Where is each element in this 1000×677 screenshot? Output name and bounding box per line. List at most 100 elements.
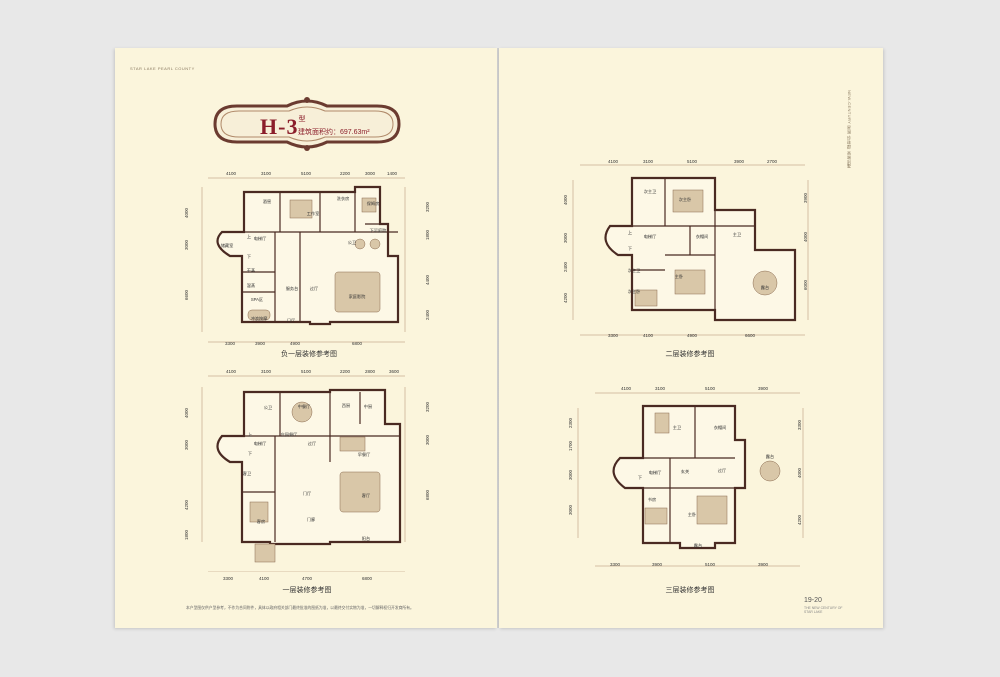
- room-label: 西厨: [341, 403, 351, 408]
- room-label: 次主卧: [678, 197, 692, 202]
- dim-f1-left-2: 3000: [184, 439, 189, 450]
- stair-up-label: 上: [247, 432, 253, 437]
- room-label: 储藏室: [220, 243, 234, 248]
- dim-b1-bot-4: 6800: [351, 341, 363, 346]
- unit-type-suffix: 型: [298, 116, 306, 123]
- dim-f1-bot-3: 4700: [301, 576, 313, 581]
- room-label: 中厨: [363, 404, 373, 409]
- room-label: 主卧: [674, 274, 684, 279]
- dim-f1-bot-4: 6800: [361, 576, 373, 581]
- dim-b1-bot-2: 3900: [254, 341, 266, 346]
- room-label: 露台: [765, 454, 775, 459]
- plaque-text: H-3型 建筑面积约：697.63m²: [260, 114, 370, 140]
- room-label: 次主卫: [643, 189, 657, 194]
- room-label: 书房: [647, 497, 657, 502]
- dim-f1-right-3: 6800: [425, 489, 430, 500]
- room-label: 电梯厅: [253, 236, 267, 241]
- room-label: 露台: [693, 543, 703, 548]
- room-label: 客厅: [361, 493, 371, 498]
- dim-f2-right-2: 4000: [803, 231, 808, 242]
- caption-f1: 一层装修参考图: [282, 587, 332, 594]
- dim-b1-top-4: 2200: [339, 171, 351, 176]
- dim-f1-top-1: 4100: [225, 369, 237, 374]
- dim-f2-bot-3: 4900: [686, 333, 698, 338]
- dim-b1-bot-3: 4900: [289, 341, 301, 346]
- room-label: 主卫: [672, 425, 682, 430]
- dim-f2-top-5: 2700: [766, 159, 778, 164]
- dim-f3-bot-2: 3900: [651, 562, 663, 567]
- room-label: 衣帽间: [713, 425, 727, 430]
- dim-f2-left-3: 2400: [563, 261, 568, 272]
- room-label: 次主卫: [627, 268, 641, 273]
- dim-b1-right-2: 1800: [425, 229, 430, 240]
- unit-type: H-3: [260, 114, 299, 139]
- dim-f3-top-4: 3900: [757, 386, 769, 391]
- room-label: 露台: [760, 285, 770, 290]
- dim-f2-left-1: 4000: [563, 194, 568, 205]
- room-label: 工作室: [306, 211, 320, 216]
- dim-f2-bot-2: 4100: [642, 333, 654, 338]
- dim-f2-right-1: 3900: [803, 192, 808, 203]
- dim-b1-left-2: 3000: [184, 239, 189, 250]
- dim-f3-left-4: 3000: [568, 504, 573, 515]
- room-label: 公卫: [263, 405, 273, 410]
- footnote: 本户型图仅供户型参考，不作为合同附件，具体以政府相关部门最终批准的图纸为准，以最…: [186, 606, 414, 610]
- dim-f3-top-1: 4100: [620, 386, 632, 391]
- dim-b1-right-1: 3200: [425, 201, 430, 212]
- stair-up-label: 上: [627, 230, 633, 235]
- running-title-right: NEW-CENTURY 星湖·珍珠郡 高端别墅: [847, 90, 852, 169]
- caption-b1: 负一层装修参考图: [281, 351, 337, 358]
- dim-b1-left-1: 4000: [184, 207, 189, 218]
- room-label: 过厅: [717, 468, 727, 473]
- dim-f1-left-4: 1800: [184, 529, 189, 540]
- room-label: 客房: [256, 519, 266, 524]
- room-label: 门厅: [286, 318, 296, 323]
- dim-f2-bot-1: 3300: [607, 333, 619, 338]
- caption-f3: 三层装修参考图: [665, 587, 715, 594]
- room-label: SPA区: [250, 297, 264, 302]
- stair-up-label: 上: [246, 234, 252, 239]
- room-label: 客卫: [242, 471, 252, 476]
- room-label: 酒窖: [262, 199, 272, 204]
- room-label: 下沉庭院: [369, 228, 387, 233]
- dim-f2-top-4: 3900: [733, 159, 745, 164]
- room-label: 早餐厅: [357, 452, 371, 457]
- dim-f2-right-3: 6000: [803, 279, 808, 290]
- dim-f3-bot-1: 3300: [609, 562, 621, 567]
- dim-f1-top-6: 3600: [388, 369, 400, 374]
- dim-f1-top-2: 3100: [260, 369, 272, 374]
- floorplan-f3: [577, 392, 804, 567]
- floorplan-b1: [201, 177, 406, 343]
- room-label: 电梯厅: [648, 470, 662, 475]
- stair-down-label: 下: [247, 451, 253, 456]
- dim-b1-top-5: 3000: [364, 171, 376, 176]
- room-label: 次主卧: [627, 289, 641, 294]
- dim-f2-bot-4: 6600: [744, 333, 756, 338]
- dim-b1-left-3: 6600: [184, 289, 189, 300]
- room-label: 公卫: [347, 240, 357, 245]
- dim-f3-right-1: 3300: [797, 419, 802, 430]
- room-label: 中餐厅: [297, 404, 311, 409]
- dim-f2-top-1: 4100: [607, 159, 619, 164]
- dim-f3-bot-4: 3900: [757, 562, 769, 567]
- dim-f3-top-3: 5100: [704, 386, 716, 391]
- page-number: 19-20: [804, 597, 822, 604]
- dim-b1-bot-1: 3300: [224, 341, 236, 346]
- dim-f1-bot-2: 4100: [258, 576, 270, 581]
- room-label: 冲浪按摩: [250, 316, 268, 321]
- running-title: STAR LAKE PEARL COUNTY: [130, 66, 195, 71]
- room-label: 家庭影院: [348, 294, 366, 299]
- floorplan-f1: [201, 375, 406, 572]
- room-label: 庄园餐厅: [280, 432, 298, 437]
- dim-f1-left-3: 4200: [184, 499, 189, 510]
- dim-f3-bot-3: 5100: [704, 562, 716, 567]
- room-label: 保姆房: [366, 201, 380, 206]
- dim-f1-top-3: 5100: [300, 369, 312, 374]
- room-label: 服务台: [285, 286, 299, 291]
- room-label: 干蒸: [246, 268, 256, 273]
- room-label: 电梯厅: [253, 441, 267, 446]
- floorplan-f2: [572, 164, 809, 336]
- dim-f1-top-5: 2800: [364, 369, 376, 374]
- dim-b1-right-4: 2400: [425, 309, 430, 320]
- dim-b1-top-2: 3100: [260, 171, 272, 176]
